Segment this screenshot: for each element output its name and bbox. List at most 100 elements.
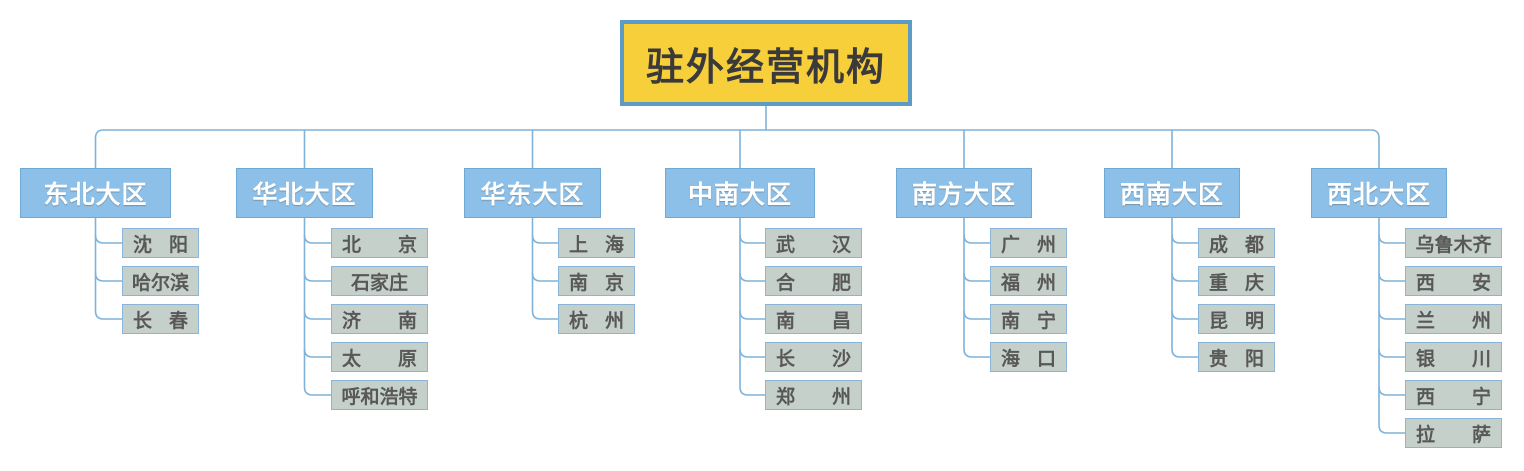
- city-node-3-1-label: 合 肥: [776, 272, 851, 294]
- region-spine-2: [531, 218, 558, 320]
- city-node-1-4[interactable]: 呼和浩特: [331, 380, 428, 410]
- region-node-5[interactable]: 西南大区: [1104, 168, 1240, 218]
- region-spine-5: [1171, 218, 1198, 358]
- region-spine-0: [94, 218, 122, 320]
- city-node-3-3-label: 长 沙: [776, 348, 851, 370]
- region-node-0-label: 东北大区: [43, 181, 148, 209]
- city-node-0-1-label: 哈尔滨: [131, 272, 189, 294]
- city-node-6-5[interactable]: 拉 萨: [1405, 418, 1502, 448]
- city-node-2-2[interactable]: 杭 州: [558, 304, 635, 334]
- city-node-0-0-label: 沈 阳: [133, 234, 188, 256]
- region-node-5-label: 西南大区: [1119, 181, 1224, 209]
- city-node-3-0[interactable]: 武 汉: [765, 228, 862, 258]
- city-node-5-0[interactable]: 成 都: [1198, 228, 1275, 258]
- region-spine-3: [739, 218, 765, 396]
- root-node[interactable]: 驻外经营机构: [620, 20, 912, 106]
- city-branch-6-1: [1378, 272, 1405, 282]
- city-branch-6-3: [1378, 348, 1405, 358]
- city-branch-6-2: [1378, 310, 1405, 320]
- city-node-4-2[interactable]: 南 宁: [990, 304, 1067, 334]
- city-node-5-1[interactable]: 重 庆: [1198, 266, 1275, 296]
- city-node-5-1-label: 重 庆: [1209, 272, 1264, 294]
- region-node-4-label: 南方大区: [911, 181, 1016, 209]
- bus-line: [94, 129, 1380, 168]
- city-branch-0-0: [94, 234, 122, 244]
- region-node-3[interactable]: 中南大区: [665, 168, 815, 218]
- city-node-2-1-label: 南 京: [569, 272, 624, 294]
- city-node-6-1[interactable]: 西 安: [1405, 266, 1502, 296]
- city-branch-1-1: [303, 272, 331, 282]
- city-node-1-2[interactable]: 济 南: [331, 304, 428, 334]
- city-node-4-1[interactable]: 福 州: [990, 266, 1067, 296]
- region-node-0[interactable]: 东北大区: [20, 168, 171, 218]
- region-node-6-label: 西北大区: [1326, 181, 1431, 209]
- city-node-1-2-label: 济 南: [342, 310, 417, 332]
- city-node-3-3[interactable]: 长 沙: [765, 342, 862, 372]
- city-node-6-5-label: 拉 萨: [1416, 424, 1491, 446]
- city-node-1-4-label: 呼和浩特: [341, 386, 418, 408]
- city-node-5-2-label: 昆 明: [1209, 310, 1264, 332]
- city-branch-0-1: [94, 272, 122, 282]
- region-node-4[interactable]: 南方大区: [896, 168, 1032, 218]
- region-spine-1: [303, 218, 331, 396]
- city-branch-6-4: [1378, 386, 1405, 396]
- city-node-3-2-label: 南 昌: [776, 310, 851, 332]
- city-node-3-4[interactable]: 郑 州: [765, 380, 862, 410]
- city-node-4-0[interactable]: 广 州: [990, 228, 1067, 258]
- region-node-1[interactable]: 华北大区: [236, 168, 373, 218]
- city-node-6-2-label: 兰 州: [1416, 310, 1491, 332]
- city-branch-3-1: [739, 272, 765, 282]
- region-node-3-label: 中南大区: [687, 181, 792, 209]
- region-spine-4: [963, 218, 990, 358]
- city-branch-3-0: [739, 234, 765, 244]
- city-node-1-3-label: 太 原: [342, 348, 417, 370]
- region-node-2-label: 华东大区: [480, 181, 585, 209]
- city-node-6-3[interactable]: 银 川: [1405, 342, 1502, 372]
- city-node-3-4-label: 郑 州: [776, 386, 851, 408]
- city-node-1-0[interactable]: 北 京: [331, 228, 428, 258]
- city-branch-1-3: [303, 348, 331, 358]
- city-node-3-2[interactable]: 南 昌: [765, 304, 862, 334]
- city-node-6-1-label: 西 安: [1416, 272, 1491, 294]
- city-node-4-3-label: 海 口: [1001, 348, 1056, 370]
- city-node-3-0-label: 武 汉: [776, 234, 851, 256]
- city-branch-3-3: [739, 348, 765, 358]
- city-branch-6-0: [1378, 234, 1405, 244]
- city-branch-1-0: [303, 234, 331, 244]
- city-node-0-0[interactable]: 沈 阳: [122, 228, 199, 258]
- city-node-2-0[interactable]: 上 海: [558, 228, 635, 258]
- city-branch-2-0: [531, 234, 558, 244]
- city-branch-4-1: [963, 272, 990, 282]
- city-branch-4-2: [963, 310, 990, 320]
- city-branch-5-0: [1171, 234, 1198, 244]
- city-node-4-2-label: 南 宁: [1001, 310, 1056, 332]
- city-node-6-4-label: 西 宁: [1416, 386, 1491, 408]
- city-branch-2-1: [531, 272, 558, 282]
- city-node-1-1[interactable]: 石家庄: [331, 266, 428, 296]
- city-node-0-1[interactable]: 哈尔滨: [122, 266, 199, 296]
- city-node-0-2-label: 长 春: [133, 310, 188, 332]
- city-node-3-1[interactable]: 合 肥: [765, 266, 862, 296]
- city-node-0-2[interactable]: 长 春: [122, 304, 199, 334]
- city-node-5-3-label: 贵 阳: [1209, 348, 1264, 370]
- city-branch-4-0: [963, 234, 990, 244]
- city-node-2-2-label: 杭 州: [569, 310, 624, 332]
- city-node-6-2[interactable]: 兰 州: [1405, 304, 1502, 334]
- region-spine-6: [1378, 218, 1405, 434]
- city-branch-3-2: [739, 310, 765, 320]
- city-node-5-0-label: 成 都: [1209, 234, 1264, 256]
- city-node-1-1-label: 石家庄: [350, 272, 408, 294]
- region-node-2[interactable]: 华东大区: [464, 168, 601, 218]
- city-branch-5-1: [1171, 272, 1198, 282]
- city-node-4-3[interactable]: 海 口: [990, 342, 1067, 372]
- city-node-5-3[interactable]: 贵 阳: [1198, 342, 1275, 372]
- city-node-5-2[interactable]: 昆 明: [1198, 304, 1275, 334]
- city-node-6-0[interactable]: 乌鲁木齐: [1405, 228, 1502, 258]
- city-node-6-3-label: 银 川: [1416, 348, 1491, 370]
- city-node-4-1-label: 福 州: [1001, 272, 1056, 294]
- city-node-6-4[interactable]: 西 宁: [1405, 380, 1502, 410]
- city-node-1-3[interactable]: 太 原: [331, 342, 428, 372]
- city-branch-1-2: [303, 310, 331, 320]
- region-node-6[interactable]: 西北大区: [1311, 168, 1447, 218]
- city-node-2-1[interactable]: 南 京: [558, 266, 635, 296]
